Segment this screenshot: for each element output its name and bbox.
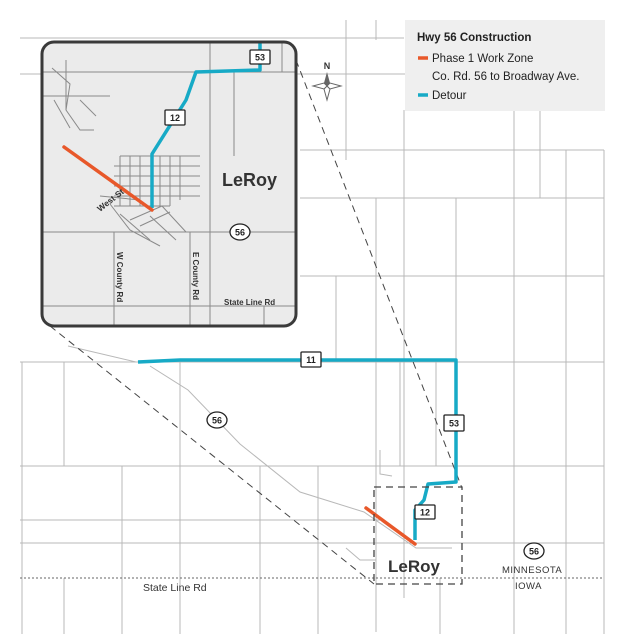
legend: Hwy 56 Construction Phase 1 Work Zone Co… xyxy=(405,20,605,111)
state-label-minnesota: MINNESOTA xyxy=(502,565,562,576)
inset-w-county-rd-label: W County Rd xyxy=(115,252,124,302)
state-label-iowa: IOWA xyxy=(515,581,542,592)
inset-leader-lines xyxy=(49,59,463,585)
hwy12-shield: 12 xyxy=(414,504,436,520)
legend-item-detour: Detour xyxy=(432,90,467,102)
inset-state-line-rd-label: State Line Rd xyxy=(224,298,275,307)
hwy56-east-shield: 56 xyxy=(523,542,545,560)
inset-extent-box xyxy=(373,486,463,585)
svg-text:12: 12 xyxy=(420,508,430,518)
road-grid xyxy=(20,20,605,634)
legend-title: Hwy 56 Construction xyxy=(417,32,531,44)
inset-e-county-rd-label: E County Rd xyxy=(191,252,200,300)
north-label: N xyxy=(324,61,331,71)
inset-hwy12-shield: 12 xyxy=(164,109,186,126)
legend-item-work-zone: Phase 1 Work Zone xyxy=(432,53,533,65)
hwy56-west-shield: 56 xyxy=(206,411,228,429)
town-label: LeRoy xyxy=(388,557,441,576)
inset-map: 53 12 56 LeRoy West St W County Rd E Cou… xyxy=(40,40,298,328)
state-line-road-label: State Line Rd xyxy=(143,582,207,594)
compass-rose-icon: N xyxy=(311,61,343,102)
svg-text:56: 56 xyxy=(529,547,539,557)
detour-route xyxy=(137,358,458,540)
svg-text:11: 11 xyxy=(306,355,316,365)
inset-work-zone-segment xyxy=(62,145,154,212)
inset-hwy53-shield: 53 xyxy=(249,49,271,65)
inset-detour-route xyxy=(150,42,262,208)
svg-text:53: 53 xyxy=(255,53,265,63)
svg-text:56: 56 xyxy=(235,228,245,238)
svg-text:56: 56 xyxy=(212,416,222,426)
legend-item-work-zone-extent: Co. Rd. 56 to Broadway Ave. xyxy=(432,71,579,83)
svg-text:53: 53 xyxy=(449,419,459,429)
hwy11-shield: 11 xyxy=(300,351,322,368)
hwy53-shield: 53 xyxy=(443,414,465,432)
inset-road-network xyxy=(42,42,296,326)
inset-town-label: LeRoy xyxy=(222,170,277,190)
svg-text:12: 12 xyxy=(170,113,180,123)
inset-hwy56-shield: 56 xyxy=(229,223,251,241)
